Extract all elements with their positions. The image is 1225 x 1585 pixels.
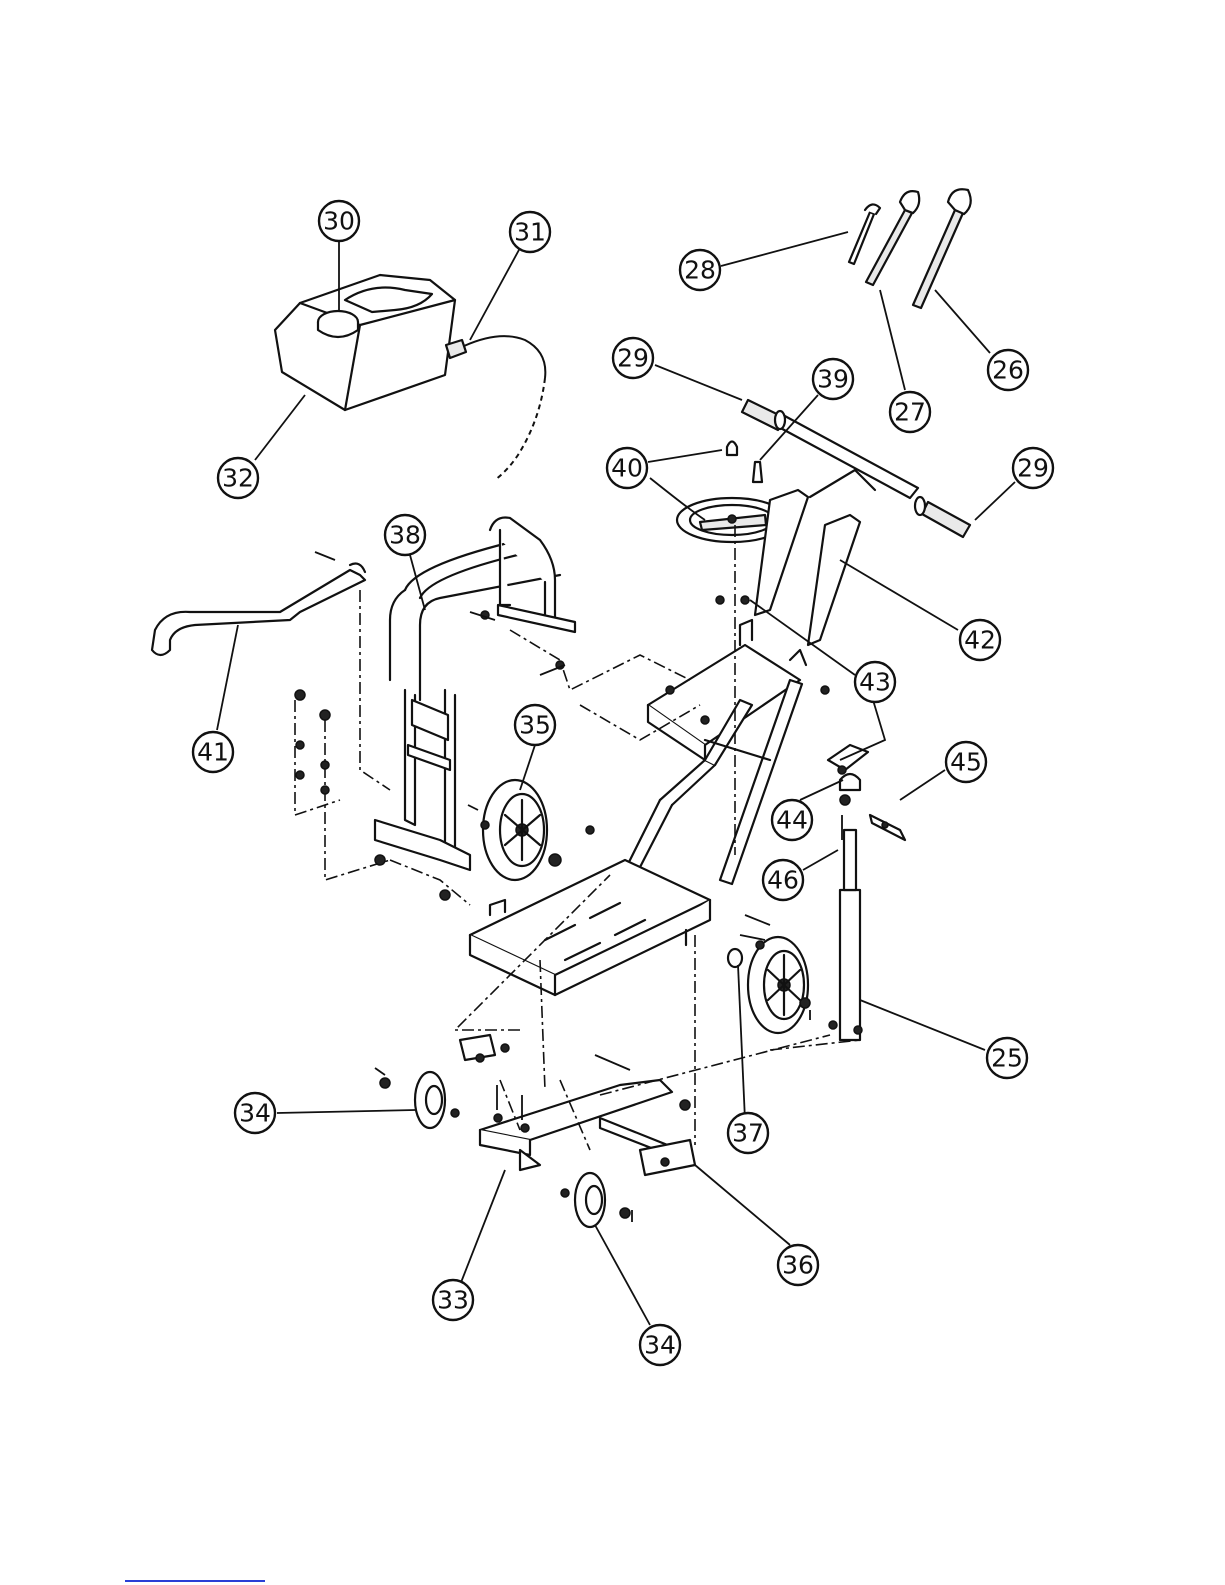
svg-text:45: 45 (950, 748, 982, 777)
callout-34-left: 34 (235, 1093, 275, 1133)
svg-text:34: 34 (644, 1331, 676, 1360)
svg-text:46: 46 (767, 866, 799, 895)
rear-wheel-left (483, 780, 547, 880)
svg-text:39: 39 (817, 365, 849, 394)
wrench-large (913, 189, 971, 308)
svg-text:26: 26 (992, 356, 1024, 385)
svg-text:28: 28 (684, 256, 716, 285)
water-tank (275, 275, 455, 410)
callout-39: 39 (813, 359, 853, 399)
svg-text:35: 35 (519, 711, 551, 740)
callout-30: 30 (319, 201, 359, 241)
callout-36: 36 (778, 1245, 818, 1285)
frame-rails (755, 470, 875, 645)
svg-text:32: 32 (222, 464, 254, 493)
callout-31: 31 (510, 212, 550, 252)
svg-text:29: 29 (617, 344, 649, 373)
front-roller-right (575, 1173, 605, 1227)
svg-text:44: 44 (776, 806, 808, 835)
callout-27: 27 (890, 392, 930, 432)
callout-37: 37 (728, 1113, 768, 1153)
callout-29-upper: 29 (613, 338, 653, 378)
svg-text:36: 36 (782, 1251, 814, 1280)
callout-43: 43 (855, 662, 895, 702)
callout-45: 45 (946, 742, 986, 782)
callout-25: 25 (987, 1038, 1027, 1078)
water-hose (446, 336, 545, 480)
svg-text:25: 25 (991, 1044, 1023, 1073)
front-roller-left (415, 1072, 445, 1128)
svg-text:31: 31 (514, 218, 546, 247)
svg-text:38: 38 (389, 521, 421, 550)
callout-42: 42 (960, 620, 1000, 660)
tank-cap (318, 311, 358, 337)
svg-text:37: 37 (732, 1119, 764, 1148)
svg-text:27: 27 (894, 398, 926, 427)
footer-rule (125, 1580, 265, 1582)
svg-text:29: 29 (1017, 454, 1049, 483)
callout-46: 46 (763, 860, 803, 900)
callout-34-bottom: 34 (640, 1325, 680, 1365)
depth-column (828, 745, 905, 1040)
callout-28: 28 (680, 250, 720, 290)
svg-text:34: 34 (239, 1099, 271, 1128)
column-bracket (625, 620, 806, 884)
wrench-small (849, 204, 880, 264)
callout-40: 40 (607, 448, 647, 488)
callout-32: 32 (218, 458, 258, 498)
callout-33: 33 (433, 1280, 473, 1320)
front-axle (460, 1035, 695, 1175)
callout-26: 26 (988, 350, 1028, 390)
svg-text:30: 30 (323, 207, 355, 236)
base-deck (470, 860, 710, 995)
svg-text:40: 40 (611, 454, 643, 483)
callout-29-lower: 29 (1013, 448, 1053, 488)
svg-text:41: 41 (197, 738, 229, 767)
callout-44: 44 (772, 800, 812, 840)
callout-35: 35 (515, 705, 555, 745)
svg-text:42: 42 (964, 626, 996, 655)
svg-text:43: 43 (859, 668, 891, 697)
svg-text:33: 33 (437, 1286, 469, 1315)
callout-38: 38 (385, 515, 425, 555)
callout-41: 41 (193, 732, 233, 772)
side-handle (152, 564, 365, 655)
